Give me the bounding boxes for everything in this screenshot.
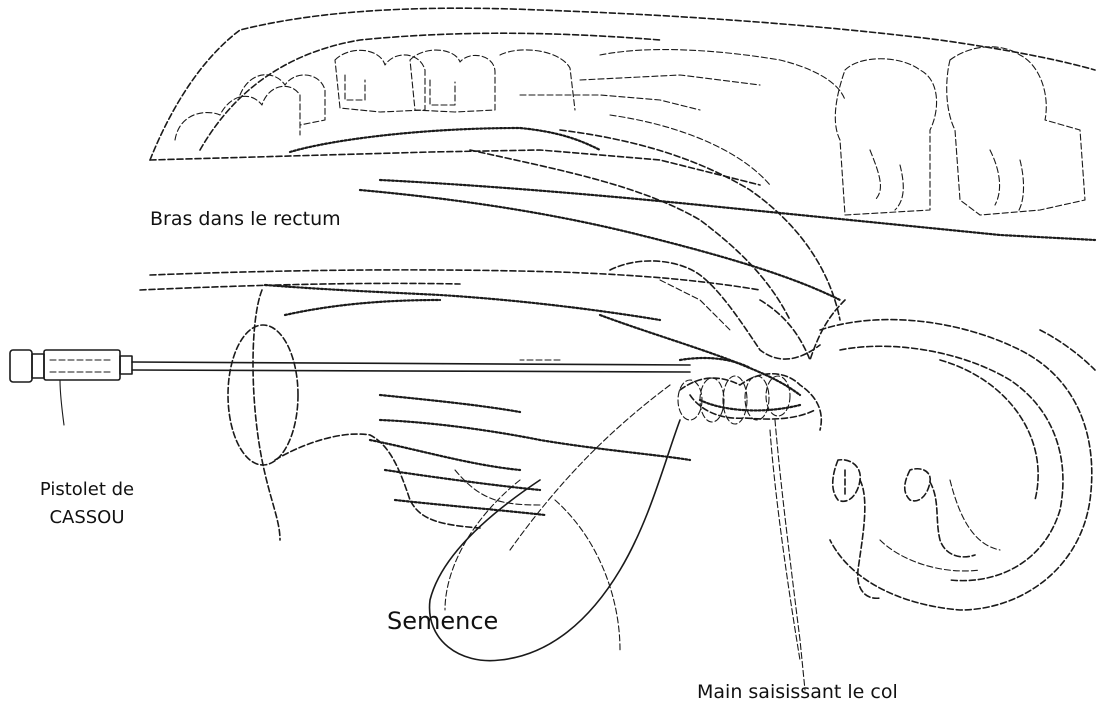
uterus-outline	[775, 320, 1095, 690]
label-pointers	[510, 360, 800, 660]
ovaries	[833, 460, 975, 599]
cassou-gun	[10, 350, 750, 425]
semen-label: Semence	[387, 607, 498, 635]
rectum-arm-label: Bras dans le rectum	[150, 208, 341, 230]
cassou-gun-label-line1: Pistolet de	[24, 476, 150, 504]
cervix-rings	[228, 325, 790, 465]
lower-structures	[275, 395, 690, 528]
spine-outline	[150, 8, 1095, 240]
rectum-arm	[360, 115, 840, 320]
cassou-gun-label-line2: CASSOU	[24, 504, 150, 532]
hand-cervix-label: Main saisissant le col	[697, 681, 898, 703]
body-band	[140, 270, 760, 540]
cassou-gun-label: Pistolet de CASSOU	[24, 476, 150, 532]
